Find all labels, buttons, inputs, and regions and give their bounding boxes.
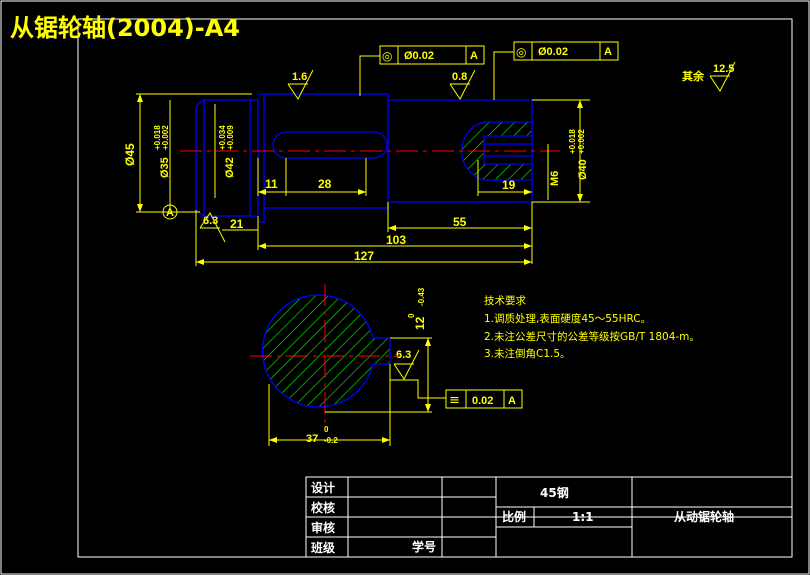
tol2-datum: A — [604, 46, 612, 58]
dim-m6: M6 — [549, 171, 561, 186]
dim-103: 103 — [386, 233, 406, 247]
tb-material: 45钢 — [540, 485, 569, 500]
dim-d35-lower: +0.002 — [161, 125, 170, 150]
dim-d40: Ø40 — [577, 159, 589, 180]
tol1-value: Ø0.02 — [404, 50, 434, 62]
dim-sec-37-lower: -0.2 — [324, 436, 338, 445]
tb-check: 校核 — [311, 500, 335, 515]
dim-d42-lower: +0.009 — [226, 125, 235, 150]
roughness-6-3-a: 6.3 — [203, 215, 218, 227]
dim-sec-37-upper: 0 — [324, 425, 329, 434]
roughness-6-3-b: 6.3 — [396, 349, 411, 361]
dim-d42-upper: +0.034 — [218, 125, 227, 150]
tol-frame-2: ◎ Ø0.02 A — [513, 41, 619, 61]
tech-notes: 技术要求 1.调质处理,表面硬度45～55HRC。 2.未注公差尺寸的公差等级按… — [484, 294, 700, 360]
tb-scale-label: 比例 — [502, 509, 526, 524]
dim-d35: Ø35 — [159, 157, 171, 178]
dimension-lines — [136, 51, 590, 266]
tech-notes-heading: 技术要求 — [484, 294, 526, 307]
dim-d35-upper: +0.018 — [153, 125, 162, 150]
dim-d40-upper: +0.018 — [568, 129, 577, 154]
roughness-rest-value: 12.5 — [713, 63, 734, 75]
tb-scale-value: 1:1 — [572, 510, 594, 524]
title-block — [305, 476, 793, 558]
tol3-symbol: ≡ — [449, 393, 460, 408]
dim-sec-12-lower: -0.43 — [417, 287, 426, 306]
tol1-datum: A — [470, 50, 478, 62]
dim-sec-37: 37 — [306, 433, 318, 445]
tol-frame-1: ◎ Ø0.02 A — [379, 45, 485, 65]
datum-a: A — [162, 203, 178, 220]
dim-11: 11 — [265, 177, 278, 191]
roughness-1-6: 1.6 — [292, 71, 307, 83]
tol2-symbol: ◎ — [516, 45, 526, 59]
dim-d45: Ø45 — [123, 143, 137, 166]
roughness-0-8: 0.8 — [452, 71, 467, 83]
tb-class: 班级 — [311, 540, 335, 555]
drawing-title: 从锯轮轴(2004)-A4 — [10, 14, 240, 42]
tol3-datum: A — [508, 395, 516, 407]
section-arrows — [269, 338, 431, 443]
cross-section-hatch — [261, 294, 391, 408]
roughness-symbols — [199, 61, 736, 380]
tol2-value: Ø0.02 — [538, 46, 568, 58]
end-section-hatch — [461, 121, 533, 181]
dim-d42: Ø42 — [224, 157, 236, 178]
dimension-arrows — [137, 94, 583, 265]
dim-21: 21 — [230, 217, 244, 231]
dim-28: 28 — [318, 177, 332, 191]
section-dimension-lines — [268, 337, 446, 446]
datum-a-label: A — [166, 207, 174, 219]
dim-sec-12-upper: 0 — [407, 313, 416, 318]
tol-frame-3: ≡ 0.02 A — [445, 389, 523, 409]
dim-19: 19 — [502, 178, 516, 192]
roughness-rest-label: 其余 — [682, 69, 705, 83]
tech-notes-line2: 2.未注公差尺寸的公差等级按GB/T 1804-m。 — [484, 330, 700, 343]
tb-design: 设计 — [311, 480, 335, 495]
tol3-value: 0.02 — [472, 395, 493, 407]
tech-notes-line1: 1.调质处理,表面硬度45～55HRC。 — [484, 312, 651, 325]
tech-notes-line3: 3.未注倒角C1.5。 — [484, 347, 571, 360]
dim-sec-12: 12 — [413, 316, 427, 330]
dim-d40-lower: +0.002 — [577, 129, 586, 154]
tb-student-id: 学号 — [412, 539, 436, 554]
tol1-symbol: ◎ — [382, 49, 392, 63]
dim-55: 55 — [453, 215, 467, 229]
dim-127: 127 — [354, 249, 374, 263]
tb-part-name: 从动锯轮轴 — [674, 509, 734, 524]
tb-review: 审核 — [311, 520, 335, 535]
